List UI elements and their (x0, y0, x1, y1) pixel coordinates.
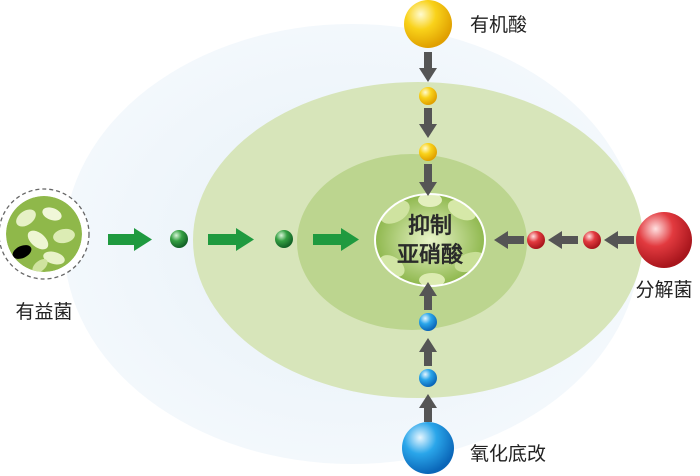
label-decomposer: 分解菌 (635, 279, 692, 301)
green-arrow-3 (313, 228, 359, 251)
green-arrow-1 (108, 228, 152, 251)
blue-ball-2 (419, 313, 437, 331)
gray-arrow-top-2 (419, 108, 437, 138)
center-microbe-image (375, 194, 485, 286)
gray-arrow-bottom-2 (419, 338, 437, 366)
green-ball-2 (275, 230, 293, 248)
green-ball-1 (170, 230, 188, 248)
red-ball-2 (527, 231, 545, 249)
label-beneficial-bacteria: 有益菌 (15, 301, 72, 323)
gray-arrow-right-1 (604, 231, 634, 249)
label-organic-acid: 有机酸 (470, 14, 527, 36)
yellow-ball-1 (419, 87, 437, 105)
gray-arrow-bottom-1 (419, 394, 437, 422)
decomposer-ball (636, 212, 692, 268)
gray-arrow-top-3 (419, 164, 437, 196)
oxidizer-ball (402, 422, 454, 474)
organic-acid-ball (404, 0, 452, 48)
yellow-ball-2 (419, 143, 437, 161)
gray-arrow-top-1 (419, 52, 437, 82)
red-ball-1 (583, 231, 601, 249)
blue-ball-1 (419, 369, 437, 387)
center-label-line2: 亚硝酸 (397, 242, 464, 268)
center-label-line1: 抑制 (408, 214, 452, 239)
gray-arrow-right-2 (548, 231, 578, 249)
green-arrow-2 (208, 228, 254, 251)
label-oxidizer: 氧化底改 (470, 443, 546, 465)
gray-arrow-bottom-3 (419, 282, 437, 310)
beneficial-bacteria-image (6, 196, 82, 272)
gray-arrow-right-3 (494, 231, 524, 249)
